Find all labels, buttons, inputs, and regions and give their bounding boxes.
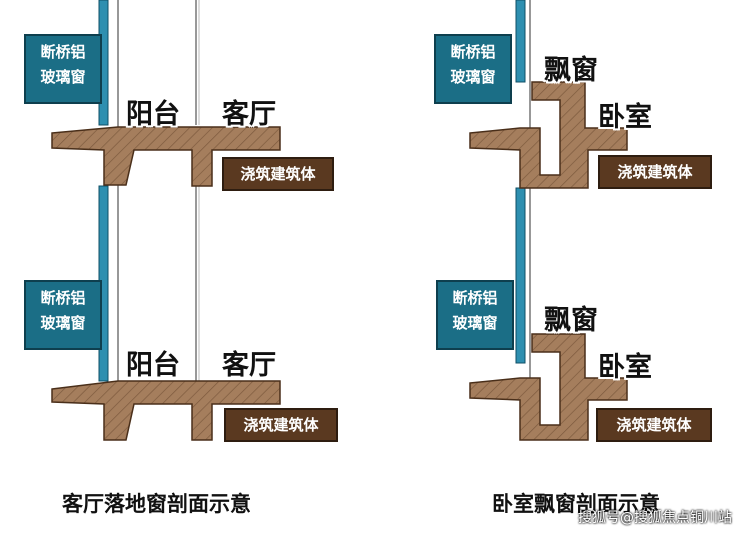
window-tag-line-1: 断桥铝	[40, 289, 86, 307]
right-top-window-tag: 断桥铝 玻璃窗	[434, 34, 512, 104]
left-bottom-slab	[51, 380, 281, 441]
left-top-window-tag: 断桥铝 玻璃窗	[24, 34, 102, 104]
window-tag-line-1: 断桥铝	[450, 43, 496, 61]
right-bottom-bay-label: 飘窗	[544, 305, 598, 336]
right-bottom-bay-structure	[469, 333, 628, 441]
window-tag-line-2: 玻璃窗	[450, 68, 496, 86]
left-top-structure-tag: 浇筑建筑体	[222, 157, 334, 191]
window-tag-line-1: 断桥铝	[452, 289, 498, 307]
left-glass-column	[98, 0, 200, 440]
watermark: 搜狐号@搜狐焦点铜川站	[578, 510, 732, 526]
left-bottom-window-tag: 断桥铝 玻璃窗	[24, 280, 102, 350]
right-bottom-structure-tag: 浇筑建筑体	[596, 408, 712, 442]
right-caption: 卧室飘窗剖面示意	[492, 492, 660, 516]
left-bottom-structure-tag: 浇筑建筑体	[224, 408, 338, 442]
right-top-bay-label: 飘窗	[544, 55, 598, 86]
left-top-living-label: 客厅	[222, 99, 276, 130]
window-tag-line-1: 断桥铝	[40, 43, 86, 61]
window-tag-line-2: 玻璃窗	[40, 314, 86, 332]
left-bottom-balcony-label: 阳台	[126, 350, 180, 381]
window-tag-line-2: 玻璃窗	[452, 314, 498, 332]
right-glass-column	[515, 0, 531, 440]
right-bottom-window-tag: 断桥铝 玻璃窗	[436, 280, 514, 350]
window-tag-line-2: 玻璃窗	[40, 68, 86, 86]
right-top-bay-structure	[469, 81, 628, 189]
right-top-structure-tag: 浇筑建筑体	[598, 155, 712, 189]
left-bottom-living-label: 客厅	[222, 350, 276, 381]
left-top-slab	[51, 126, 281, 187]
left-top-balcony-label: 阳台	[126, 99, 180, 130]
left-caption: 客厅落地窗剖面示意	[62, 492, 251, 516]
right-bottom-bedroom-label: 卧室	[598, 352, 652, 383]
right-top-bedroom-label: 卧室	[598, 102, 652, 133]
